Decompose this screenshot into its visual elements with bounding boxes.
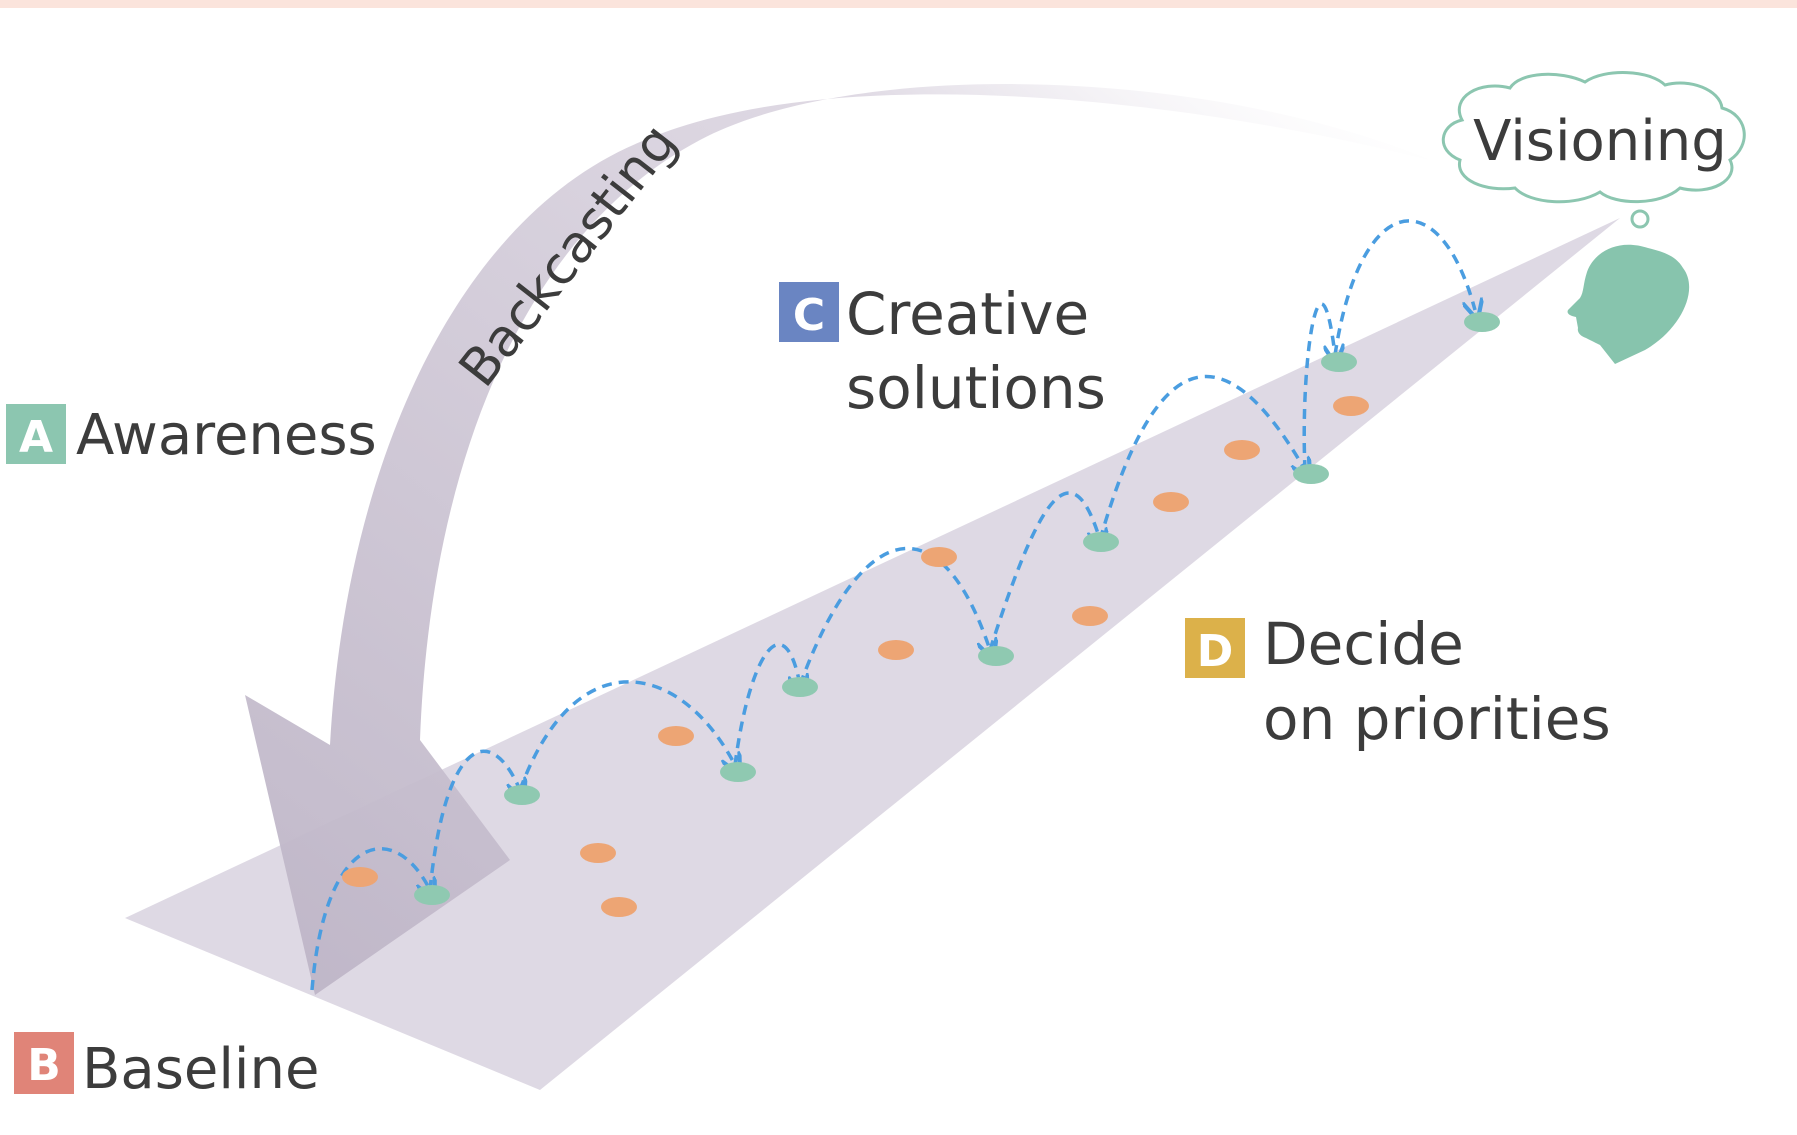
badge-d — [1185, 618, 1245, 678]
orange-option — [1153, 492, 1189, 512]
hop-arc — [428, 749, 520, 891]
orange-option — [658, 726, 694, 746]
green-step — [1464, 312, 1500, 332]
hop-arc — [798, 546, 990, 686]
badge-c — [779, 282, 839, 342]
badge-d-letter: D — [1197, 626, 1234, 677]
dashed-hops — [310, 219, 1475, 991]
orange-option — [580, 843, 616, 863]
top-border — [0, 0, 1797, 8]
badge-a — [6, 404, 66, 464]
green-step — [978, 646, 1014, 666]
backcasting-arrow — [245, 84, 1430, 995]
hop-arc — [1333, 219, 1475, 356]
hop-arc — [310, 847, 430, 991]
badge-c-letter: C — [793, 290, 825, 341]
orange-options — [342, 396, 1369, 917]
baseline-label: Baseline — [82, 1037, 319, 1102]
badge-b-letter: B — [27, 1040, 61, 1091]
hop-arc — [733, 643, 800, 766]
green-steps — [414, 312, 1500, 905]
thought-bubble-dot — [1630, 209, 1650, 229]
creative-label-line2: solutions — [846, 354, 1106, 422]
decide-label-line2: on priorities — [1263, 685, 1611, 753]
orange-option — [921, 547, 957, 567]
orange-option — [342, 867, 378, 887]
hop-arc — [518, 680, 735, 791]
creative-label-line1: Creative — [846, 280, 1089, 348]
green-step — [782, 677, 818, 697]
hop-arc — [1098, 374, 1305, 541]
orange-option — [1072, 606, 1108, 626]
green-step — [504, 785, 540, 805]
pathway-wedge — [125, 218, 1620, 1090]
orange-option — [1224, 440, 1260, 460]
awareness-label: Awareness — [76, 403, 377, 468]
hop-arc — [988, 491, 1100, 651]
head-icon — [1567, 244, 1690, 364]
green-step — [1083, 532, 1119, 552]
visioning-cloud — [1441, 71, 1746, 204]
green-step — [1321, 352, 1357, 372]
decide-label-line1: Decide — [1263, 610, 1464, 678]
backcasting-label: Backcasting — [448, 113, 689, 398]
green-step — [1293, 464, 1329, 484]
visioning-label: Visioning — [1473, 109, 1727, 174]
badge-b — [14, 1032, 74, 1094]
green-step — [720, 762, 756, 782]
green-step — [414, 885, 450, 905]
badge-a-letter: A — [19, 412, 53, 463]
orange-option — [601, 897, 637, 917]
orange-option — [878, 640, 914, 660]
orange-option — [1333, 396, 1369, 416]
